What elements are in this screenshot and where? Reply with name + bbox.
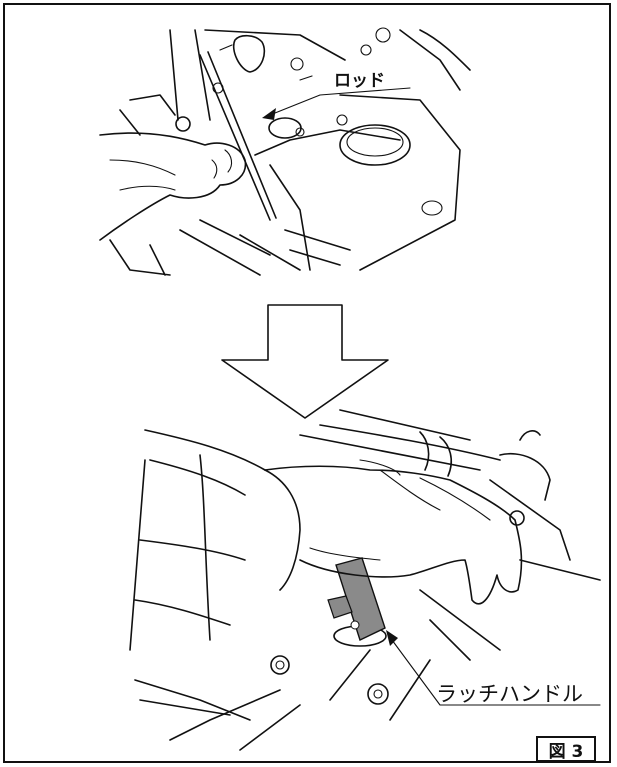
- rod: [199, 51, 277, 221]
- page-frame: [3, 3, 611, 763]
- top-illustration: [99, 27, 471, 276]
- bottom-illustration: [129, 409, 601, 751]
- pointer-arrowhead: [386, 630, 398, 646]
- figure-number: 図 3: [536, 736, 596, 762]
- bolt-icon: [360, 44, 372, 56]
- filler-cap: [339, 124, 411, 166]
- latch-handle-label: ラッチハンドル: [436, 682, 583, 706]
- pointer-arrowhead: [262, 108, 276, 120]
- bolt-icon: [270, 655, 290, 675]
- down-arrow-icon: [221, 304, 389, 419]
- rod-label: ロッド: [334, 71, 385, 91]
- bolt-icon: [375, 27, 391, 43]
- bolt-icon: [367, 683, 389, 705]
- latch-handle: [335, 557, 386, 641]
- bolt-icon: [290, 57, 304, 71]
